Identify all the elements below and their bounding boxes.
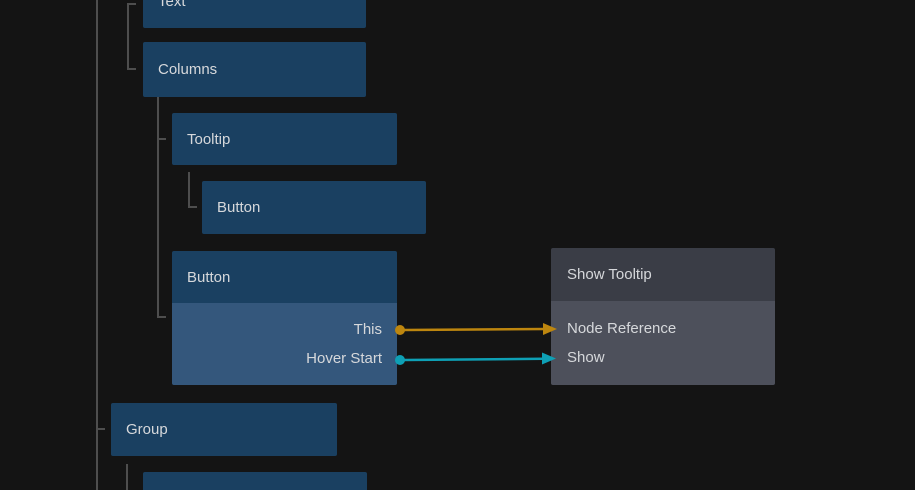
button-node-port-section: This Hover Start [172, 303, 397, 385]
tree-connector-l5 [126, 464, 128, 490]
tree-connector-group-tick [96, 428, 105, 430]
tree-node-button-expanded[interactable]: Button This Hover Start [172, 251, 397, 385]
tree-node-tooltip-label: Tooltip [187, 130, 231, 148]
tree-connector-l4 [188, 172, 190, 208]
action-node-input-section: Node Reference Show [551, 301, 775, 385]
tree-node-partial-bottom[interactable] [143, 472, 367, 490]
output-port-this[interactable]: This [353, 321, 382, 338]
button-node-label: Button [187, 268, 231, 286]
tree-node-text-label: Text [158, 0, 186, 10]
wire-teal-arrowhead [542, 352, 556, 365]
button-node-header[interactable]: Button [172, 251, 397, 303]
tree-node-text[interactable]: Text [143, 0, 366, 28]
output-port-hover-start[interactable]: Hover Start [306, 350, 382, 367]
port-dot-hover-start[interactable] [395, 355, 405, 365]
port-dot-this[interactable] [395, 325, 405, 335]
tree-node-group-label: Group [126, 421, 168, 438]
action-node-show-tooltip[interactable]: Show Tooltip Node Reference Show [551, 248, 775, 385]
tree-connector-l2 [127, 3, 129, 70]
tree-node-tooltip-button[interactable]: Button [202, 181, 426, 234]
tree-connector-l3 [157, 97, 159, 318]
tree-node-columns-label: Columns [158, 61, 218, 78]
tree-node-tooltip[interactable]: Tooltip [172, 113, 397, 165]
tree-connector-tooltip-tick [157, 138, 166, 140]
wire-this-to-node-reference[interactable] [403, 323, 557, 335]
tree-node-group[interactable]: Group [111, 403, 337, 456]
action-node-title: Show Tooltip [567, 266, 652, 283]
wire-orange-arrowhead [543, 323, 557, 335]
wire-hover-start-to-show[interactable] [403, 352, 556, 365]
tree-connector-text-tick [127, 3, 136, 5]
tree-node-tooltip-button-label: Button [217, 199, 261, 216]
tree-node-columns[interactable]: Columns [143, 42, 366, 97]
input-port-show[interactable]: Show [567, 349, 605, 366]
tree-connector-root [96, 0, 98, 490]
tree-connector-button-tick [157, 316, 166, 318]
action-node-header[interactable]: Show Tooltip [551, 248, 775, 301]
tree-connector-columns-tick [127, 68, 136, 70]
tree-connector-tooltip-button-tick [188, 206, 197, 208]
input-port-node-reference[interactable]: Node Reference [567, 320, 677, 337]
